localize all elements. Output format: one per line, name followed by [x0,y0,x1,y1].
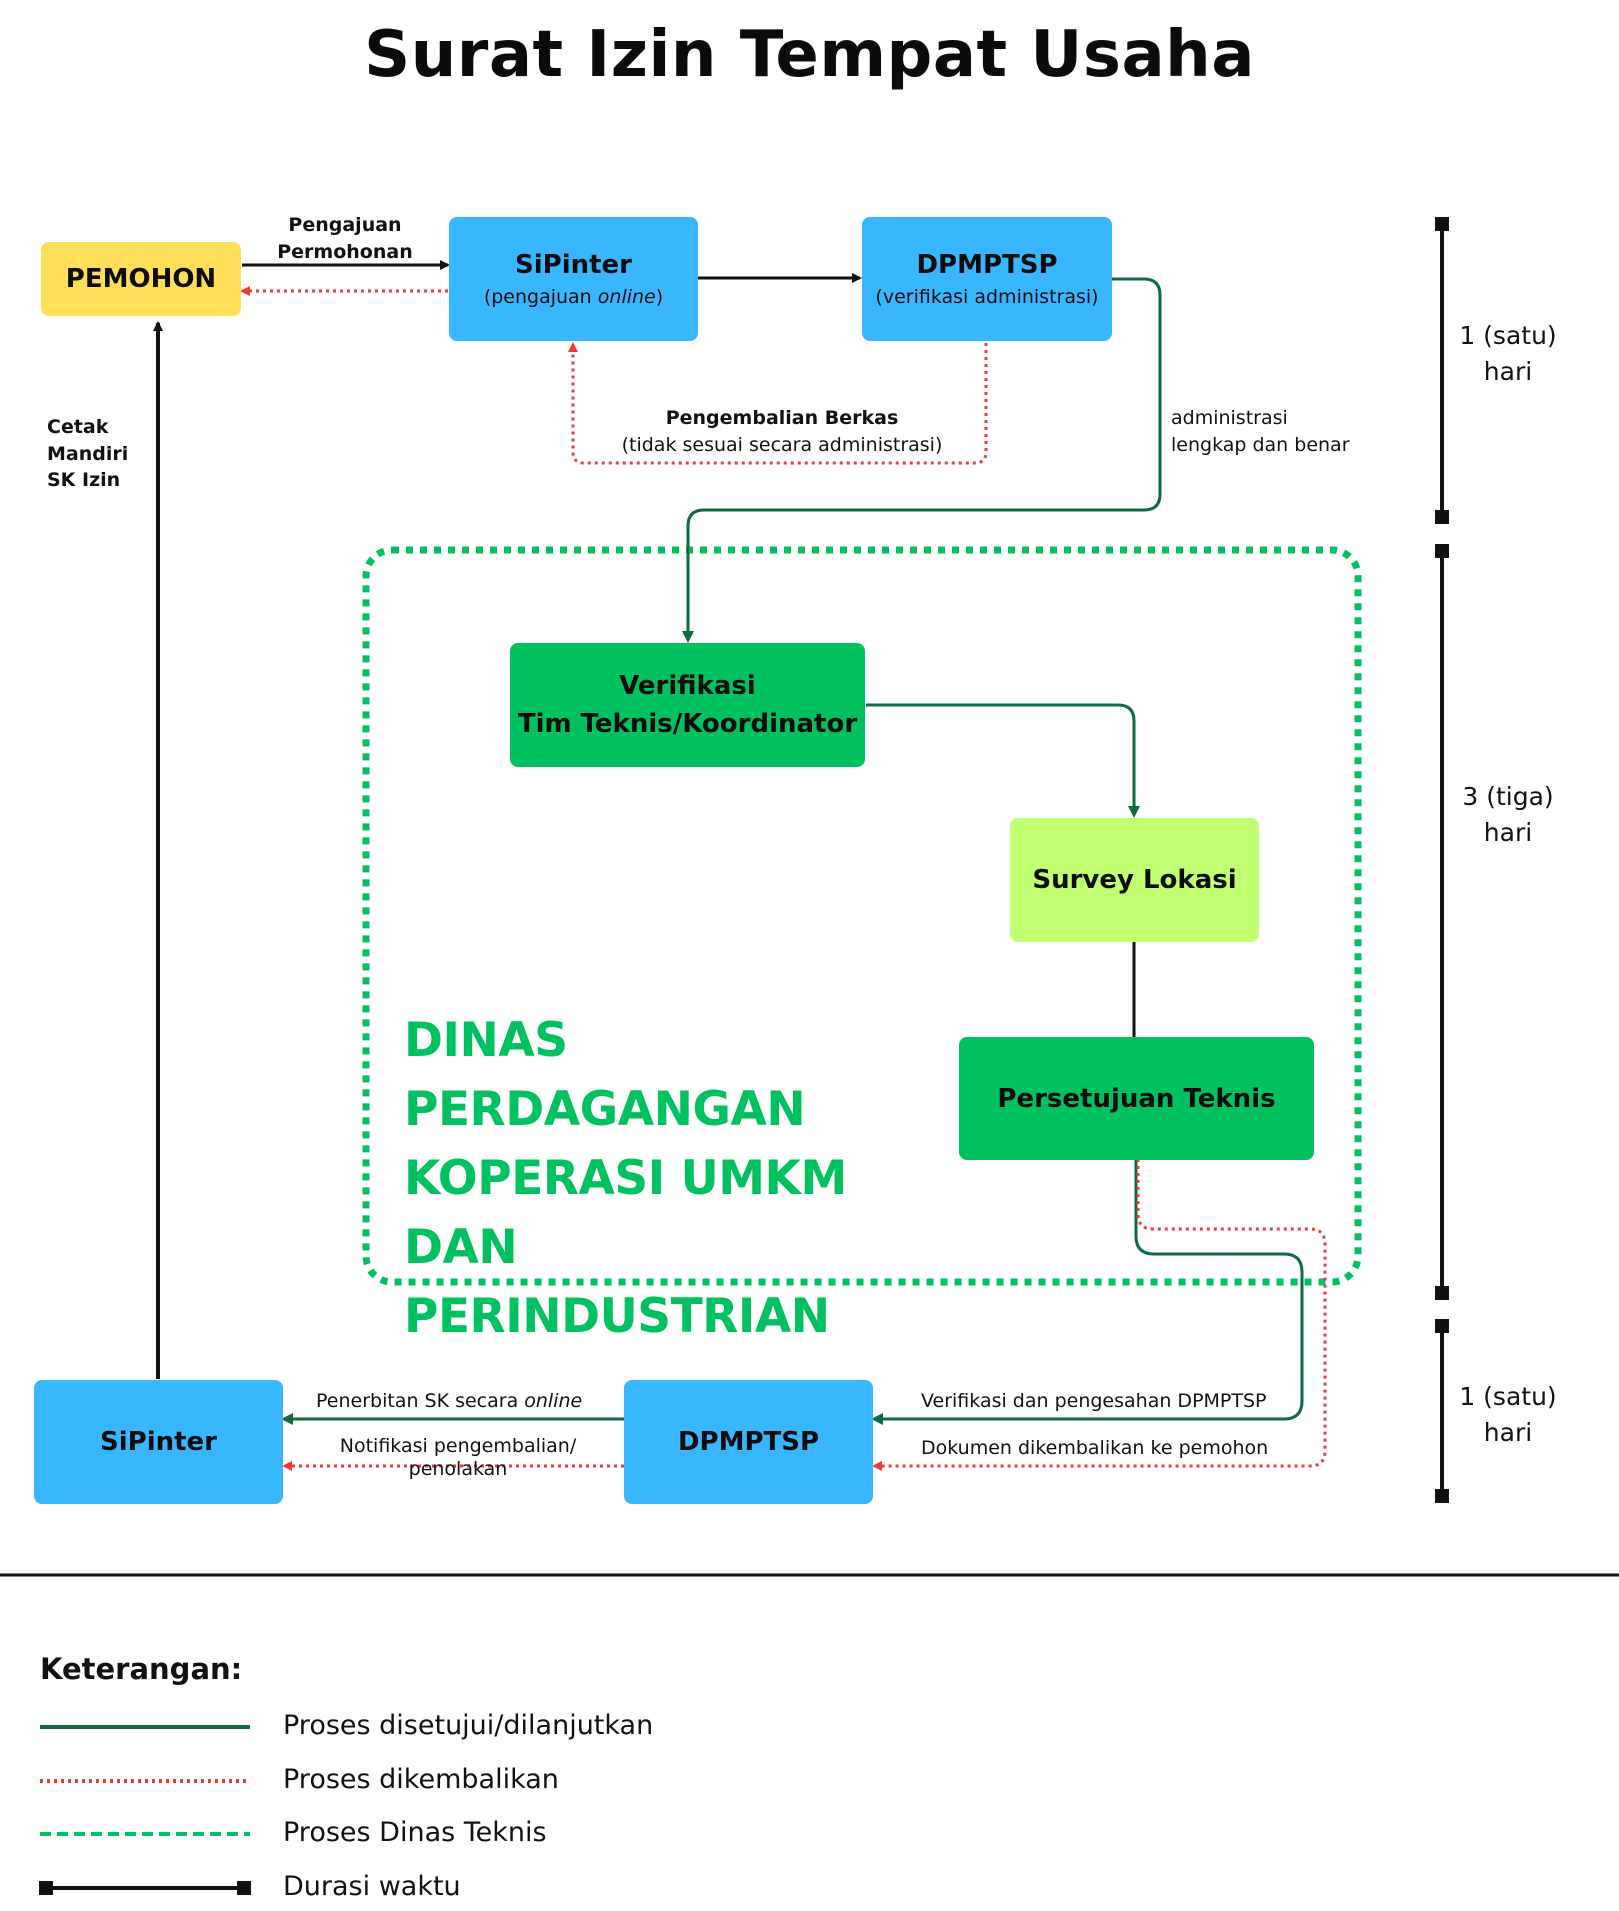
node-sipinter-bottom: SiPinter [34,1380,283,1504]
legend-heading: Keterangan: [40,1652,243,1686]
legend-item-returned: Proses dikembalikan [283,1764,559,1795]
duration-3-line1: 1 (satu) [1459,1382,1557,1411]
label-pengajuan-line1: Pengajuan [288,214,402,236]
node-dpmptsp-top-label: DPMPTSP [916,250,1058,280]
label-cetak-mandiri: Cetak Mandiri SK Izin [47,414,128,494]
label-penerbitan-sk: Penerbitan SK secara online [316,1388,582,1415]
label-penerbitan-italic: online [524,1390,583,1412]
edge-administrasi-lengkap [682,277,1162,643]
duration-2-line2: hari [1483,818,1533,848]
label-verifikasi-pengesahan: Verifikasi dan pengesahan DPMPTSP [921,1390,1267,1412]
node-dpmptsp-bottom: DPMPTSP [624,1380,873,1504]
dinas-label-line2: KOPERASI UMKM DAN [404,1151,847,1275]
label-pengembalian-sub: (tidak sesuai secara administrasi) [621,433,943,456]
node-survey-label: Survey Lokasi [1032,865,1237,895]
sub-prefix: (pengajuan [483,286,598,308]
duration-2-line1: 3 (tiga) [1462,782,1554,811]
node-persetujuan: Persetujuan Teknis [959,1037,1314,1160]
label-notifikasi-line2: penolakan [408,1457,508,1480]
duration-1-line2: hari [1483,357,1533,387]
node-sipinter-top: SiPinter (pengajuan online) [449,217,698,341]
label-pengembalian-berkas: Pengembalian Berkas (tidak sesuai secara… [602,405,962,458]
node-dpmptsp-top-sub: (verifikasi administrasi) [875,286,1098,308]
label-administrasi-line2: lengkap dan benar [1171,433,1350,456]
legend-item-approved: Proses disetujui/dilanjutkan [283,1710,654,1741]
dinas-boundary [362,546,1362,1286]
dinas-label-line3: PERINDUSTRIAN [404,1289,830,1344]
node-verifikasi-line1: Verifikasi [619,671,756,701]
duration-label-2: 3 (tiga) hari [1428,779,1588,852]
duration-bar-1 [1435,217,1449,524]
label-penerbitan-prefix: Penerbitan SK secara [316,1390,525,1412]
node-dpmptsp-bottom-label: DPMPTSP [677,1427,820,1457]
legend-item-duration: Durasi waktu [283,1871,461,1902]
duration-3-line2: hari [1483,1418,1533,1448]
node-persetujuan-label: Persetujuan Teknis [997,1083,1276,1114]
duration-label-3: 1 (satu) hari [1428,1379,1588,1452]
node-sipinter-top-label: SiPinter [515,250,632,280]
node-sipinter-bottom-label: SiPinter [100,1427,217,1457]
edge-verifikasi-to-survey [866,703,1140,818]
sub-suffix: ) [655,286,664,308]
label-pengajuan-line2: Permohonan [277,240,413,263]
label-administrasi-lengkap: administrasi lengkap dan benar [1171,405,1350,458]
duration-bar-3 [1435,1319,1449,1503]
label-dokumen-dikembalikan: Dokumen dikembalikan ke pemohon [921,1437,1269,1459]
label-cetak-line2: Mandiri [47,442,129,465]
node-pemohon-label: PEMOHON [65,264,217,294]
label-administrasi-line1: administrasi [1171,407,1288,429]
node-pemohon: PEMOHON [41,242,241,316]
node-survey: Survey Lokasi [1010,818,1259,942]
duration-bar-2 [1435,544,1449,1300]
node-verifikasi-line2: Tim Teknis/Koordinator [517,709,858,739]
label-pengembalian-title: Pengembalian Berkas [665,407,899,429]
label-notifikasi-pengembalian: Notifikasi pengembalian/ penolakan [318,1435,598,1481]
page-title: Surat Izin Tempat Usaha [364,18,1255,92]
label-notifikasi-line1: Notifikasi pengembalian/ [339,1435,577,1457]
label-cetak-line1: Cetak [47,416,109,438]
legend-sample-duration [39,1881,251,1895]
edge-pengembalian-berkas [568,342,988,465]
dinas-label-line1: DINAS PERDAGANGAN [404,1013,806,1137]
dinas-label: DINAS PERDAGANGAN KOPERASI UMKM DAN PERI… [404,1006,964,1351]
edge-verifikasi-pengesahan [871,1159,1304,1425]
legend-item-dinas: Proses Dinas Teknis [283,1817,547,1848]
node-dpmptsp-top: DPMPTSP (verifikasi administrasi) [862,217,1112,341]
label-pengajuan: Pengajuan Permohonan [265,212,425,265]
node-verifikasi: Verifikasi Tim Teknis/Koordinator [510,643,865,767]
duration-1-line1: 1 (satu) [1459,321,1557,350]
node-sipinter-top-sub: (pengajuan online) [484,286,663,308]
sub-suffix: ) [1091,286,1099,308]
sub-italic: online [597,286,656,308]
sub-prefix: (verifikasi administrasi [875,286,1092,308]
duration-label-1: 1 (satu) hari [1428,318,1588,391]
label-cetak-line3: SK Izin [47,469,121,492]
